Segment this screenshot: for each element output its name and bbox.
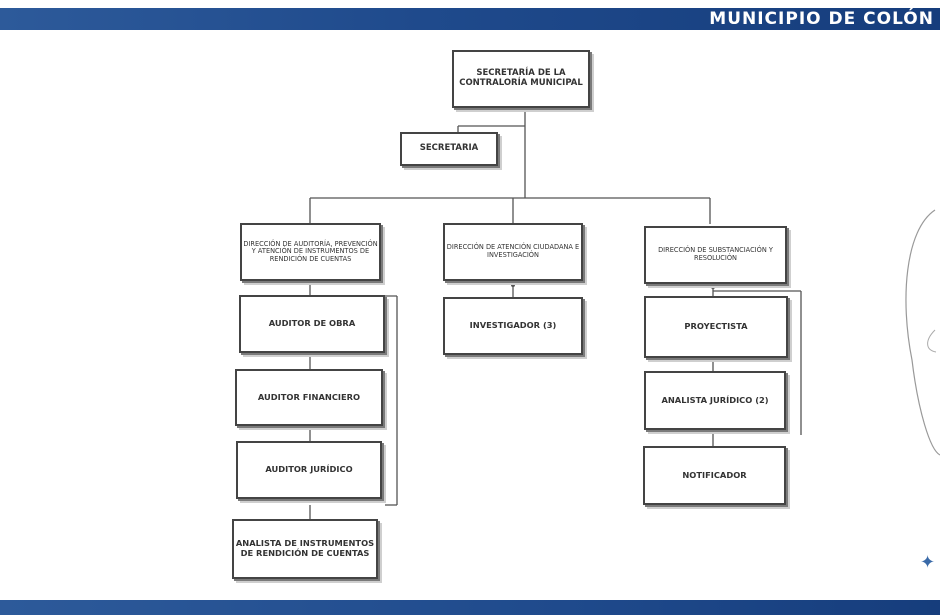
municipal-logo-icon: ✦ [920, 552, 936, 572]
node-auditor-juridico: AUDITOR JURÍDICO [236, 441, 382, 499]
node-auditor-obra: AUDITOR DE OBRA [239, 295, 385, 353]
node-auditor-financiero: AUDITOR FINANCIERO [235, 369, 383, 426]
node-dir-substanciacion: DIRECCIÓN DE SUBSTANCIACIÓN Y RESOLUCIÓN [644, 226, 787, 284]
node-dir-atencion: DIRECCIÓN DE ATENCIÓN CIUDADANA E INVEST… [443, 223, 583, 281]
header-bar: MUNICIPIO DE COLÓN [0, 8, 940, 30]
node-contraloria: SECRETARÍA DE LA CONTRALORÍA MUNICIPAL [452, 50, 590, 108]
node-investigador: INVESTIGADOR (3) [443, 297, 583, 355]
node-analista-instrumentos: ANALISTA DE INSTRUMENTOS DE RENDICIÓN DE… [232, 519, 378, 579]
header-title: MUNICIPIO DE COLÓN [709, 9, 934, 29]
node-dir-auditoria: DIRECCIÓN DE AUDITORÍA, PREVENCIÓN Y ATE… [240, 223, 381, 281]
node-secretaria: SECRETARIA [400, 132, 498, 166]
node-analista-juridico: ANALISTA JURÍDICO (2) [644, 371, 786, 430]
footer-bar [0, 600, 940, 615]
node-notificador: NOTIFICADOR [643, 446, 786, 505]
node-proyectista: PROYECTISTA [644, 296, 788, 358]
